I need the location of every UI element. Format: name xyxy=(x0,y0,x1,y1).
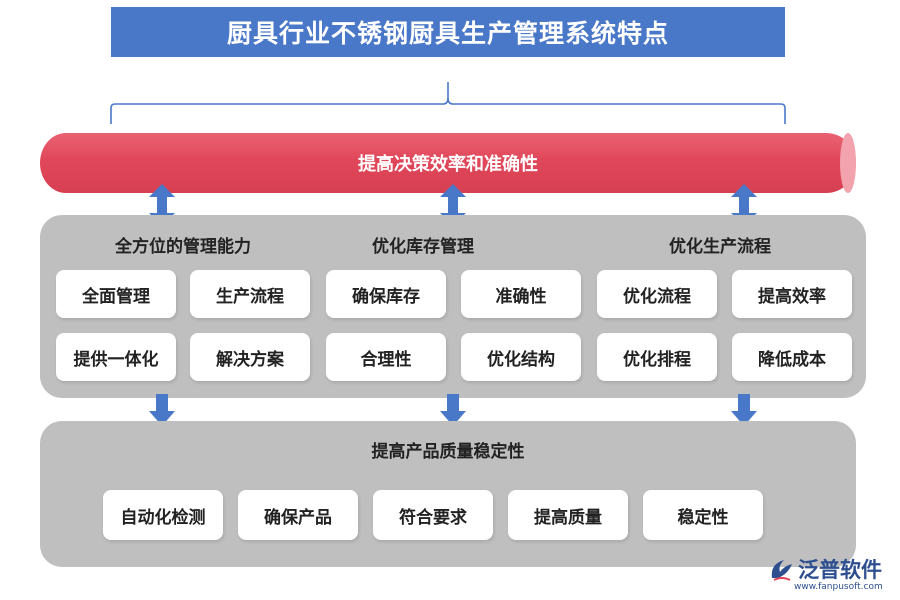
bracket-connector xyxy=(110,82,786,124)
feature-card: 优化流程 xyxy=(597,270,717,318)
quality-card: 符合要求 xyxy=(373,490,493,540)
quality-card: 确保产品 xyxy=(238,490,358,540)
quality-card: 稳定性 xyxy=(643,490,763,540)
top-banner-label: 提高决策效率和准确性 xyxy=(358,154,538,175)
banner-cap xyxy=(840,133,856,193)
diagram-title: 厨具行业不锈钢厨具生产管理系统特点 xyxy=(111,7,785,57)
feature-card: 提高效率 xyxy=(732,270,852,318)
feature-card: 确保库存 xyxy=(326,270,446,318)
top-banner: 提高决策效率和准确性 xyxy=(40,133,856,193)
quality-card: 自动化检测 xyxy=(103,490,223,540)
logo-url: www.fanpusoft.com xyxy=(794,582,883,592)
quality-card: 提高质量 xyxy=(508,490,628,540)
quality-title: 提高产品质量稳定性 xyxy=(371,442,525,462)
feature-card: 优化结构 xyxy=(461,333,581,381)
logo-mark-icon xyxy=(771,560,792,581)
feature-card: 降低成本 xyxy=(732,333,852,381)
feature-card: 提供一体化 xyxy=(56,333,176,381)
group-title-inventory: 优化库存管理 xyxy=(372,237,474,257)
logo-name: 泛普软件 xyxy=(798,558,882,582)
feature-card: 准确性 xyxy=(461,270,581,318)
down-arrow-left xyxy=(149,394,175,426)
group-title-management: 全方位的管理能力 xyxy=(115,237,251,257)
feature-card: 优化排程 xyxy=(597,333,717,381)
feature-card: 合理性 xyxy=(326,333,446,381)
feature-card: 生产流程 xyxy=(190,270,310,318)
group-title-production: 优化生产流程 xyxy=(669,237,771,257)
feature-card: 解决方案 xyxy=(190,333,310,381)
feature-card: 全面管理 xyxy=(56,270,176,318)
down-arrow-right xyxy=(731,394,757,426)
features-panel xyxy=(40,215,866,398)
down-arrow-center xyxy=(440,394,466,426)
brand-logo: 泛普软件 www.fanpusoft.com xyxy=(768,554,894,598)
